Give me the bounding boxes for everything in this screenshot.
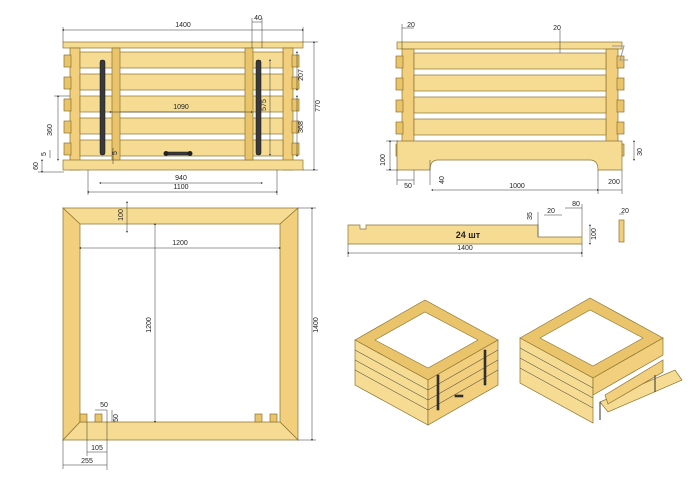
side-hinge-sketch [612,45,628,61]
dim-top-100: 100 [118,209,125,221]
top-board-south [62,421,299,441]
dim-front-5a: 5 [41,152,48,156]
dim-front-770: 770 [315,100,322,112]
side-boards [413,52,607,136]
iso-view-closed [354,299,499,426]
side-top-board [396,41,623,50]
dim-front-width: 1400 [175,22,191,29]
board-detail: 24 шт 35 20 80 100 1400 20 [347,201,629,257]
dim-board-35: 35 [527,212,534,220]
dim-top-255: 255 [81,458,93,465]
dim-side-100: 100 [380,154,387,166]
dim-side-200: 200 [608,179,620,186]
top-inner-post-c [254,413,263,423]
dim-side-30: 30 [637,148,644,156]
dim-top-1400: 1400 [313,317,320,333]
dim-front-360: 360 [47,124,54,136]
dim-side-20a: 20 [407,22,415,29]
side-bottom-board-cutout [396,140,623,171]
dim-side-1000: 1000 [509,183,525,190]
dim-side-40: 40 [439,176,446,184]
dim-side-50: 50 [404,183,412,190]
iso-open-flap-inner [604,359,664,405]
front-inner-post-left [111,47,121,161]
iso-closed-hinge-b [483,349,487,386]
dim-front-1100: 1100 [173,184,188,191]
top-board-east [279,207,299,441]
hinge-right [255,59,262,156]
dim-front-368: 368 [298,121,305,133]
front-right-notches [291,54,300,156]
dim-board-100: 100 [591,228,598,240]
top-board-west [62,207,81,441]
dim-top-50b: 50 [113,414,120,422]
door-handle [163,151,193,156]
dim-top-1200-v: 1200 [146,317,153,333]
iso-closed-handle [454,394,464,398]
iso-closed-hinge-a [436,374,440,411]
front-right-post [282,47,294,171]
iso-open-flap [599,369,683,413]
board-section [618,219,625,243]
dim-side-20b: 20 [553,25,561,32]
front-inner-post-right [244,47,254,161]
iso-open-front-right-wall [592,337,664,396]
top-inner-post-a [79,413,88,423]
dim-front-940: 940 [175,175,187,182]
front-left-notches [63,54,72,156]
top-inner-post-b [94,413,103,423]
dim-board-20: 20 [547,208,555,215]
side-view: 20 20 100 50 40 1000 200 30 [380,22,644,194]
top-inner-post-d [269,413,278,423]
board-quantity: 24 шт [456,230,481,240]
dim-board-1400: 1400 [457,245,473,252]
front-view: 1400 40 1090 940 1100 207 368 770 575 36… [33,15,322,195]
front-bottom-board [62,159,304,171]
front-left-post [69,47,81,171]
top-board-north [62,207,299,225]
dim-board-20-side: 20 [621,208,629,215]
hinge-left [99,59,106,156]
front-boards [79,51,284,157]
front-top-board [62,41,304,49]
dim-board-80: 80 [572,201,580,208]
dim-front-inner: 1090 [173,104,189,111]
dim-top-1200-h: 1200 [172,240,188,247]
dim-top-50a: 50 [100,402,108,409]
dim-front-post: 40 [254,15,262,22]
dim-front-207: 207 [298,69,305,81]
dim-front-5b: 5 [112,151,119,155]
dim-top-105: 105 [91,445,103,452]
dim-front-575: 575 [261,99,268,111]
top-view: 100 1200 1200 1400 50 50 105 255 [62,201,320,470]
iso-view-open [519,297,683,424]
dim-front-60: 60 [33,162,40,170]
